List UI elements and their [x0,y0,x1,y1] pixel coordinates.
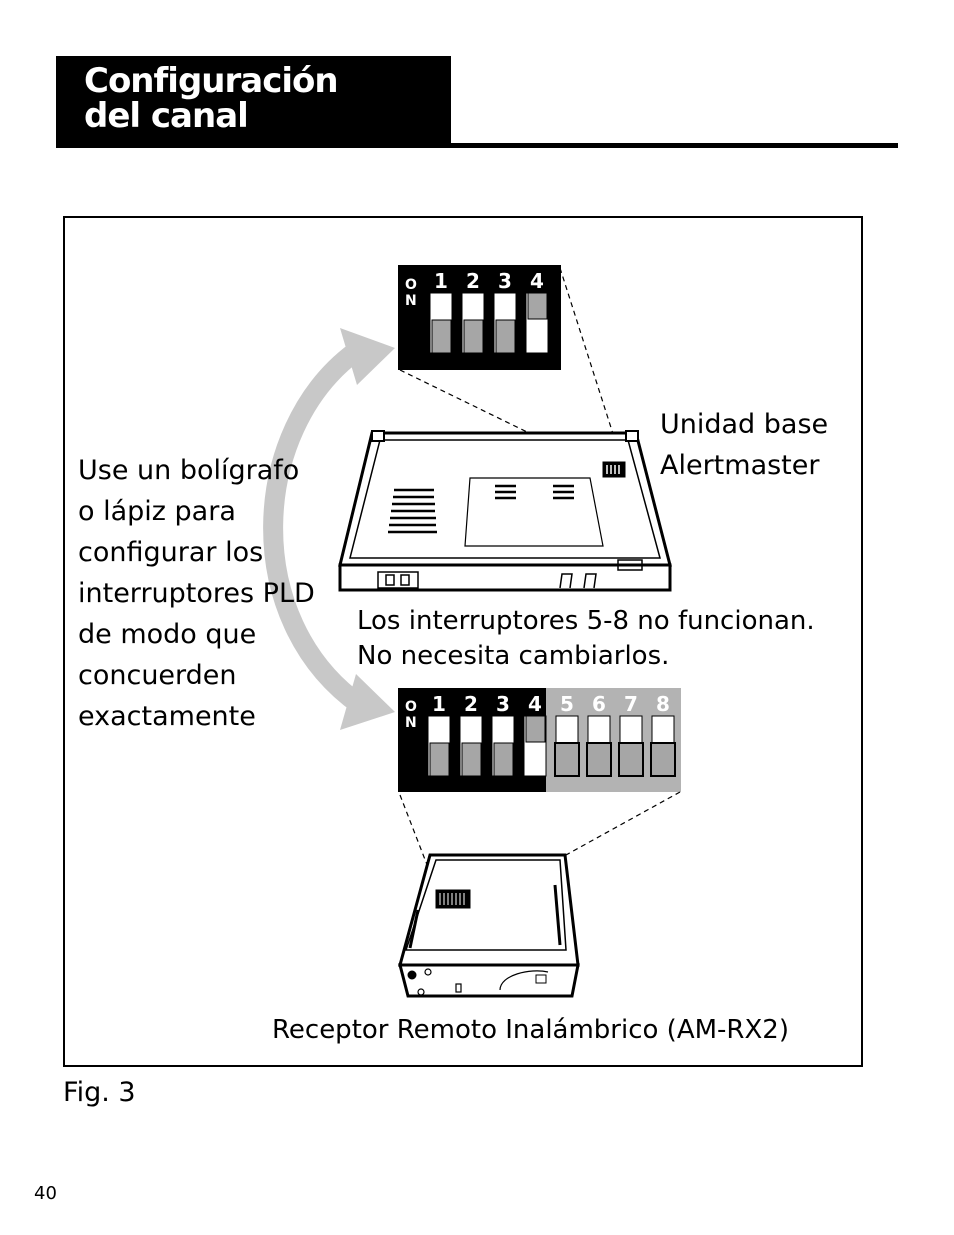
receiver-switch-knob-7 [618,742,644,777]
base-switch-knob-2 [463,319,484,354]
receiver-switch-knob-1 [429,742,450,777]
base-unit-label: Unidad base Alertmaster [660,409,829,481]
receiver-switch-number-6: 6 [592,692,606,716]
receiver-switch-number-8: 8 [656,692,670,716]
receiver-switch-knob-8 [650,742,676,777]
receiver-drawing [398,853,580,998]
base-switch-number-4: 4 [530,269,544,293]
receiver-switch-knob-6 [586,742,612,777]
receiver-switch-knob-5 [554,742,580,777]
base-switch-number-1: 1 [434,269,448,293]
base-dip-on-n: N [405,293,417,309]
base-switch-knob-1 [431,319,452,354]
section-title: Configuración del canal [84,61,339,136]
header-rule [56,143,898,148]
receiver-switch-knob-2 [461,742,482,777]
base-switch-knob-3 [495,319,516,354]
receiver-switch-number-4: 4 [528,692,542,716]
receiver-switch-number-1: 1 [432,692,446,716]
base-switch-knob-4 [527,292,548,320]
page-number: 40 [34,1183,57,1204]
base-unit-drawing [338,430,672,592]
receiver-dip-on-n: N [405,715,417,731]
receiver-switch-knob-3 [493,742,514,777]
curved-arrow [263,328,395,730]
switch-note: Los interruptores 5-8 no funcionan. No n… [357,606,815,671]
receiver-dip-on-o: O [405,699,417,715]
receiver-switch-knob-4 [525,715,546,743]
receiver-switch-number-5: 5 [560,692,574,716]
instruction-text: Use un bolígrafo o lápiz para configurar… [78,455,315,732]
base-switch-number-3: 3 [498,269,512,293]
figure-frame [63,216,863,1067]
figure-caption: Fig. 3 [63,1077,136,1108]
receiver-label: Receptor Remoto Inalámbrico (AM-RX2) [272,1015,789,1045]
receiver-switch-number-3: 3 [496,692,510,716]
base-dip-on-o: O [405,277,417,293]
section-header-bar: Configuración del canal [56,56,451,148]
base-switch-number-2: 2 [466,269,480,293]
receiver-switch-number-2: 2 [464,692,478,716]
receiver-switch-number-7: 7 [624,692,638,716]
